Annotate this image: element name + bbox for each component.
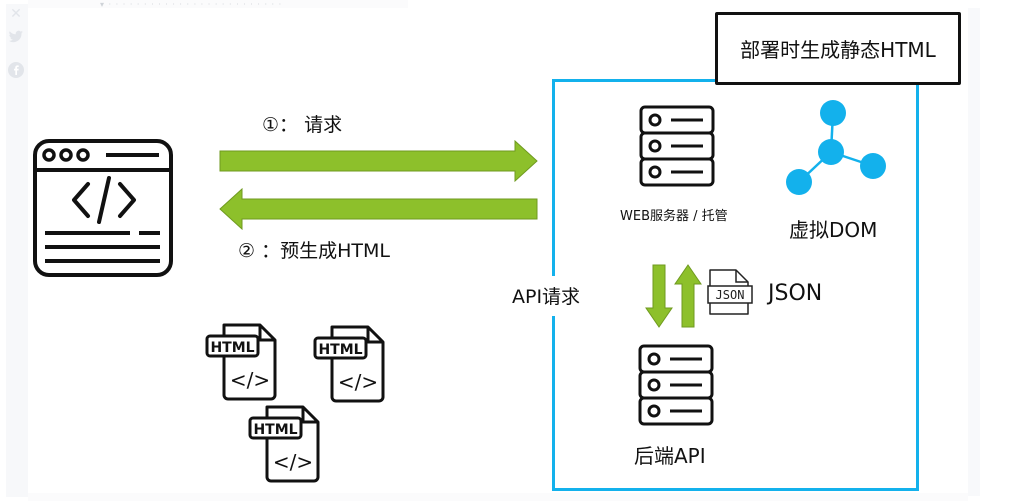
twitter-icon[interactable] [8,30,24,46]
backend-api-label: 后端API [634,444,706,468]
json-label: JSON [768,281,823,306]
response-arrow [219,188,538,230]
border-gap [548,276,560,316]
code-glyph: </> [230,368,270,392]
json-response-up-arrow [674,264,702,328]
page-sidebar-strip [6,4,28,497]
request-label: ①： 请求 [262,114,343,136]
virtual-dom-icon [786,100,886,195]
server-container-box [552,79,919,491]
code-glyph: </> [338,370,378,394]
browser-code-window-icon [33,139,173,277]
html-badge-text: HTML [253,422,297,438]
html-badge-text: HTML [210,340,254,356]
api-request-label: API请求 [512,286,581,308]
html-badge-text: HTML [318,342,362,358]
html-file-icon: HTML </> [313,325,385,403]
diagram-title-box: 部署时生成静态HTML [715,12,961,85]
code-glyph: </> [273,450,313,474]
page-bottom-strip [28,493,968,501]
request-arrow [219,140,538,182]
html-file-icon: HTML </> [205,323,277,401]
page-top-strip [28,0,408,8]
html-file-icon: HTML </> [248,405,320,483]
link-icon[interactable]: ✕ [10,6,22,22]
json-badge-text: JSON [716,288,745,302]
backend-server-icon [638,344,714,426]
web-server-icon [639,105,715,187]
facebook-icon[interactable] [8,62,24,78]
faint-header-text: ▾ · · · · · · · · · · · · · · · · · · · … [100,0,283,9]
virtual-dom-label: 虚拟DOM [789,218,878,242]
diagram-title: 部署时生成静态HTML [740,38,936,62]
web-server-label: WEB服务器 / 托管 [620,209,728,224]
api-request-down-arrow [645,264,673,328]
json-file-icon: JSON [707,269,753,315]
page-right-strip [968,8,980,496]
response-label: ② ：预生成HTML [238,240,390,262]
